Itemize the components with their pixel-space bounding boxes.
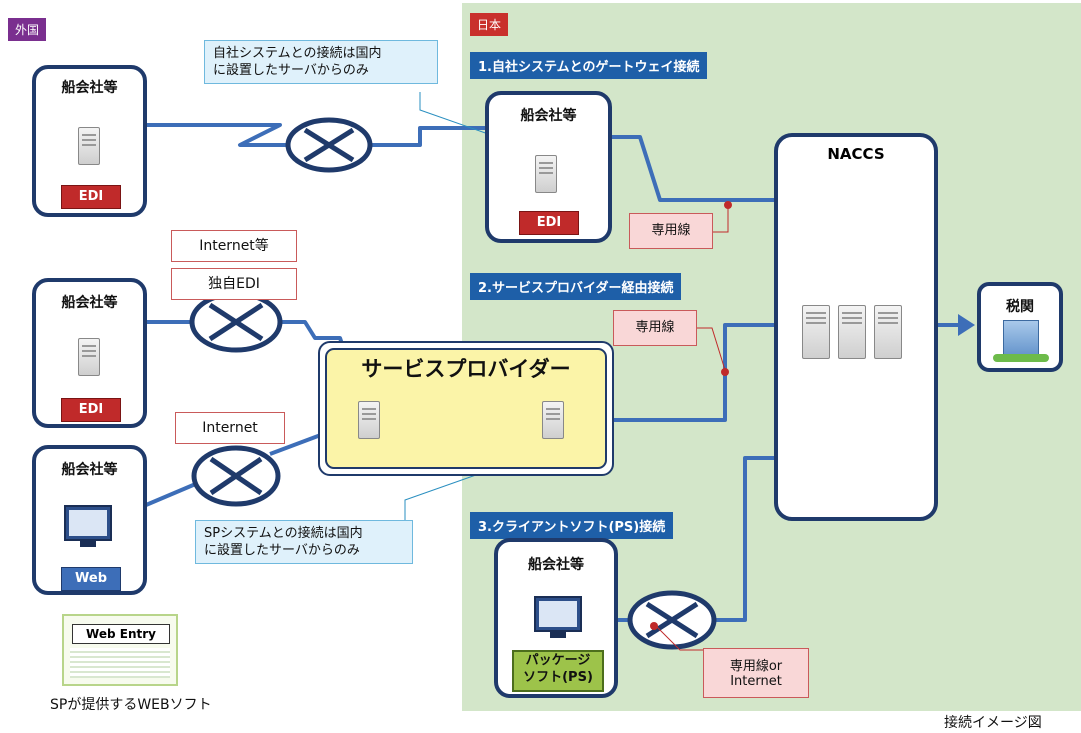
foreign-shipping-box-web: 船会社等 Web <box>32 445 147 595</box>
monitor-icon <box>534 596 582 632</box>
building-grass-icon <box>993 354 1049 362</box>
pointer-leased-or-internet <box>654 624 703 651</box>
web-entry-caption: SPが提供するWEBソフト <box>50 697 212 713</box>
server-icon <box>78 127 100 165</box>
figure-caption: 接続イメージ図 <box>944 715 1042 731</box>
own-edi-label: 独自EDI <box>171 268 297 300</box>
web-entry-thumbnail: Web Entry <box>62 614 178 686</box>
shipping-company-label: 船会社等 <box>520 108 577 124</box>
section-title-client-software: 3.クライアントソフト(PS)接続 <box>470 512 674 539</box>
gateway-shipping-box: 船会社等 EDI <box>485 91 612 243</box>
internet-etc-label: Internet等 <box>171 230 297 262</box>
naccs-server-icon-3 <box>874 305 902 359</box>
web-badge: Web <box>61 567 121 591</box>
japan-region-tag: 日本 <box>470 13 509 36</box>
foreign-region-tag: 外国 <box>8 18 47 41</box>
web-entry-label: Web Entry <box>72 624 170 644</box>
server-icon <box>78 338 100 376</box>
leased-or-internet-line1: 専用線or <box>729 659 783 674</box>
edi-badge: EDI <box>519 211 579 235</box>
naccs-title: NACCS <box>827 145 885 163</box>
shipping-company-label: 船会社等 <box>61 80 118 96</box>
section-title-gateway: 1.自社システムとのゲートウェイ接続 <box>470 52 708 79</box>
sp-note: SPシステムとの接続は国内 に設置したサーバからのみ <box>195 520 413 564</box>
edi-badge: EDI <box>61 185 121 209</box>
pointer-leased-line-2 <box>696 327 726 371</box>
naccs-box: NACCS <box>774 133 938 521</box>
gateway-note: 自社システムとの接続は国内 に設置したサーバからのみ <box>204 40 438 84</box>
leased-line-note-2: 専用線 <box>613 310 697 346</box>
line-gateway-to-naccs <box>612 135 790 202</box>
internet-label: Internet <box>175 412 285 444</box>
server-icon <box>535 155 557 193</box>
service-provider-title: サービスプロバイダー <box>361 357 571 381</box>
line-foreign-edi-left <box>146 123 288 147</box>
arrow-to-customs <box>958 314 975 336</box>
leased-or-internet-line2: Internet <box>730 674 782 689</box>
customs-label: 税関 <box>1006 299 1034 315</box>
gateway-note-line2: に設置したサーバからのみ <box>213 63 369 78</box>
shipping-company-label: 船会社等 <box>528 557 584 573</box>
sp-server-icon-left <box>358 401 380 439</box>
building-icon <box>1003 320 1039 360</box>
monitor-stand-icon <box>80 541 96 547</box>
web-entry-form-lines <box>70 648 170 678</box>
leased-line-note: 専用線 <box>629 213 713 249</box>
foreign-shipping-box-edi: 船会社等 EDI <box>32 65 147 217</box>
edi-badge: EDI <box>61 398 121 422</box>
sp-note-line2: に設置したサーバからのみ <box>204 543 360 558</box>
section-title-service-provider: 2.サービスプロバイダー経由接続 <box>470 273 682 300</box>
monitor-icon <box>64 505 112 541</box>
customs-box: 税関 <box>977 282 1063 372</box>
sp-server-icon-right <box>542 401 564 439</box>
client-software-shipping-box: 船会社等 パッケージ ソフト(PS) <box>494 538 618 698</box>
line-ps-to-naccs <box>715 456 790 622</box>
sp-note-line1: SPシステムとの接続は国内 <box>204 526 363 541</box>
naccs-server-icon-2 <box>838 305 866 359</box>
shipping-company-label: 船会社等 <box>61 462 118 478</box>
package-software-badge: パッケージ ソフト(PS) <box>512 650 604 692</box>
foreign-shipping-box-edi-2: 船会社等 EDI <box>32 278 147 428</box>
naccs-server-icon-1 <box>802 305 830 359</box>
leased-or-internet-note: 専用線or Internet <box>703 648 809 698</box>
shipping-company-label: 船会社等 <box>61 295 118 311</box>
service-provider-box: サービスプロバイダー <box>318 341 614 476</box>
package-badge-line1: パッケージ <box>525 653 591 668</box>
package-badge-line2: ソフト(PS) <box>523 670 593 685</box>
monitor-stand-icon <box>550 632 566 638</box>
pointer-leased-line-1 <box>712 205 729 233</box>
gateway-note-line1: 自社システムとの接続は国内 <box>213 46 382 61</box>
